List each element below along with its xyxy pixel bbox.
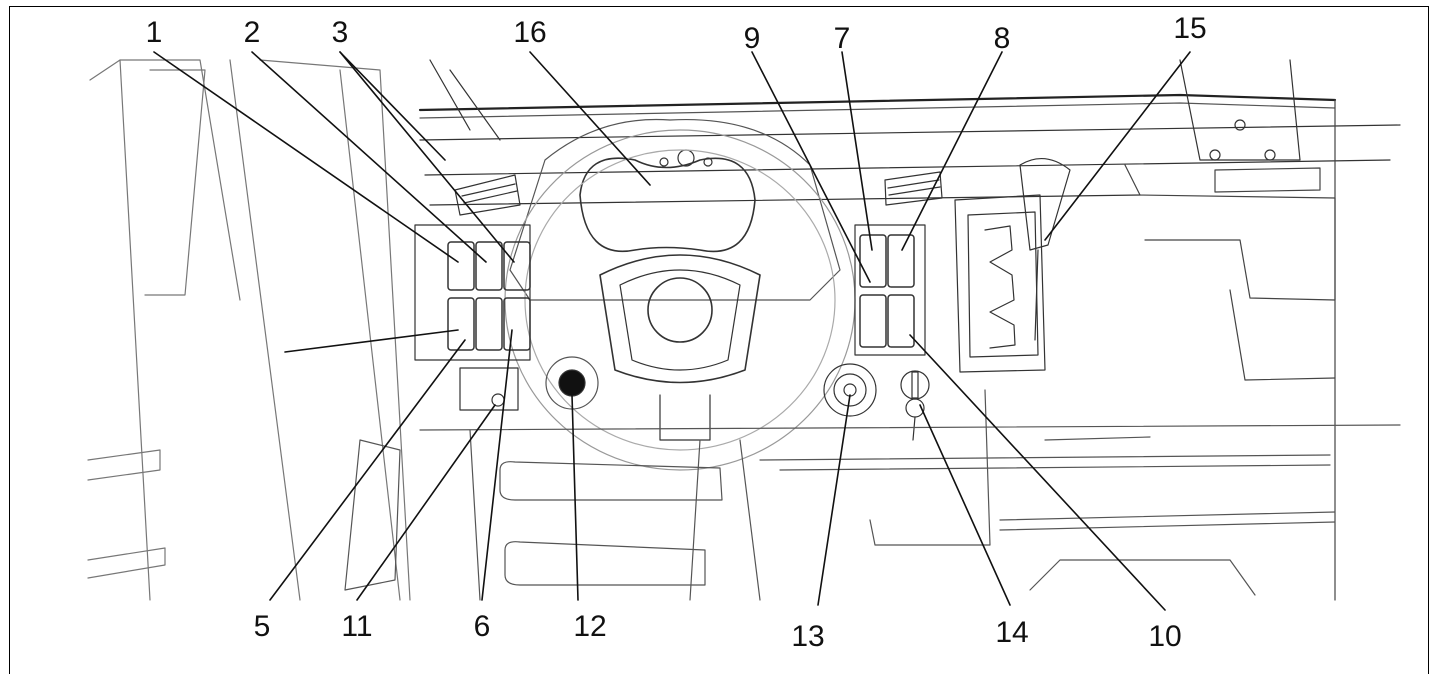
callout-12: 12 (573, 610, 607, 643)
callout-1: 1 (145, 16, 163, 49)
door-frame (87, 59, 411, 601)
right-switch-panel (854, 224, 926, 356)
callout-15: 15 (1173, 12, 1207, 45)
callout-8: 8 (993, 22, 1011, 55)
left-switch-panel (414, 224, 531, 411)
instrument-cluster-icon (509, 118, 841, 301)
steering-wheel-icon (504, 129, 856, 471)
callout-14: 14 (995, 616, 1029, 649)
callout-6: 6 (473, 610, 491, 643)
lower-dash-panels (344, 389, 1401, 601)
callout-11: 11 (341, 610, 373, 643)
callout-2: 2 (243, 16, 261, 49)
rotary-knob (823, 363, 877, 417)
callout-7: 7 (833, 22, 851, 55)
callout-9: 9 (743, 22, 761, 55)
gear-shift-icon (954, 158, 1071, 373)
glove-box (1124, 99, 1336, 601)
callout-3: 3 (331, 16, 349, 49)
callout-16: 16 (513, 16, 547, 49)
callout-5: 5 (253, 610, 271, 643)
air-vents (454, 171, 943, 216)
windshield-base (418, 59, 1401, 206)
callout-10: 10 (1148, 620, 1182, 653)
callout-13: 13 (791, 620, 825, 653)
ignition-key-icon (900, 370, 930, 441)
leader-lines (153, 51, 1191, 611)
diagram-frame (9, 6, 1429, 674)
